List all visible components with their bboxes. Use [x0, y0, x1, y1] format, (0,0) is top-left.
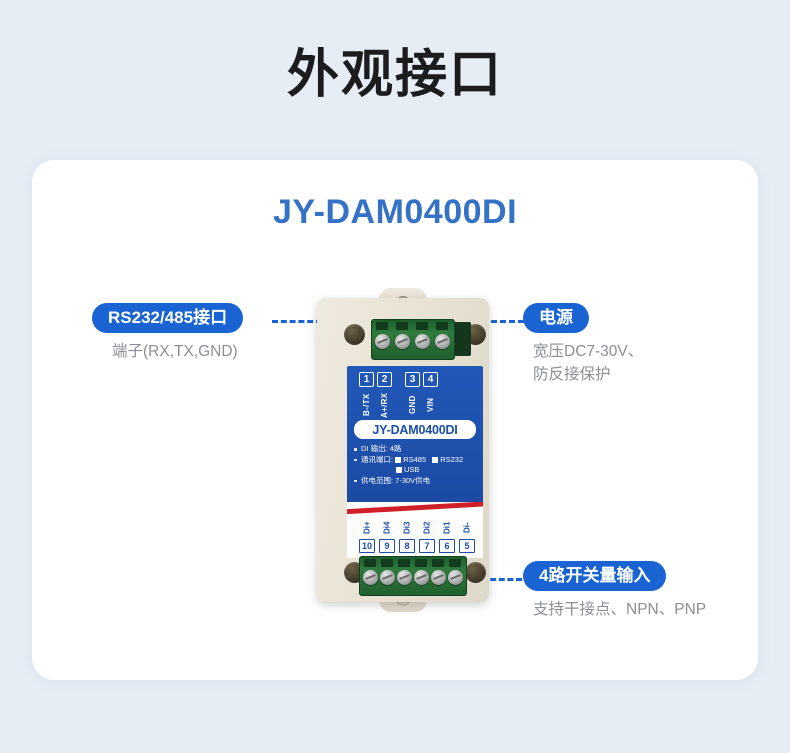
terminal-block-bottom — [359, 556, 467, 596]
page-title: 外观接口 — [286, 46, 503, 104]
callout-power-sub: 宽压DC7-30V、 防反接保护 — [533, 340, 643, 386]
bottom-pin-label: Di2 — [422, 521, 432, 535]
terminal-screw — [395, 334, 410, 349]
product-model-title: JY-DAM0400DI — [272, 193, 518, 231]
leader-line-power — [482, 320, 524, 323]
callout-power-sub-line1: 宽压DC7-30V、 — [533, 343, 644, 360]
device-spec-list: DI 输出: 4路 通讯端口: RS485 RS232 USB 供电范围: 7-… — [354, 444, 480, 486]
bottom-pin-number: 8 — [399, 539, 415, 553]
red-diagonal-stripe — [347, 502, 483, 516]
callout-input-pill: 4路开关量输入 — [523, 561, 667, 591]
bottom-pin-label: Di3 — [402, 521, 412, 535]
bottom-pin-number: 10 — [359, 539, 375, 553]
bottom-pin-number: 5 — [459, 539, 475, 553]
terminal-screw — [414, 570, 429, 585]
top-pin-number: 1 — [359, 372, 374, 387]
spec-output: DI 输出: 4路 — [354, 444, 480, 455]
spec-port-prefix: 通讯端口: — [361, 454, 394, 464]
top-pin-numbers: 1 2 3 4 — [359, 372, 438, 387]
callout-power-sub-line2: 防反接保护 — [533, 366, 611, 383]
terminal-screw — [375, 334, 390, 349]
terminal-block-top — [371, 319, 455, 360]
top-pin-label: A+/RX — [380, 392, 389, 418]
terminal-screw — [415, 334, 430, 349]
bottom-pin-label: Di1 — [442, 521, 452, 535]
top-pin-number: 2 — [377, 372, 392, 387]
terminal-screw — [448, 570, 463, 585]
checkbox-icon — [396, 467, 402, 473]
callout-rs232-sub: 端子(RX,TX,GND) — [112, 343, 238, 360]
bottom-pin-labels: Di+ Di4 Di3 Di2 Di1 Di- — [359, 518, 475, 538]
pcb-edge — [451, 322, 471, 356]
terminal-screw — [435, 334, 450, 349]
spec-port-rs232: RS232 — [440, 454, 464, 464]
terminal-screw — [380, 570, 395, 585]
lower-white-panel — [347, 514, 483, 558]
terminal-screw — [431, 570, 446, 585]
bottom-pin-number: 9 — [379, 539, 395, 553]
device-model-badge: JY-DAM0400DI — [354, 420, 476, 439]
bottom-pin-number: 7 — [419, 539, 435, 553]
terminal-screw — [397, 570, 412, 585]
bottom-pin-numbers: 10 9 8 7 6 5 — [359, 539, 475, 553]
callout-rs232-pill: RS232/485接口 — [92, 303, 244, 333]
bottom-pin-number: 6 — [439, 539, 455, 553]
checkbox-icon — [395, 456, 402, 463]
spec-power: 供电范围: 7-30V供电 — [354, 476, 480, 487]
spec-port-usb-line: USB — [354, 465, 480, 476]
spec-port-rs485: RS485 — [403, 454, 427, 464]
top-pin-label: B-/TX — [362, 393, 371, 417]
device-photo: 1 2 3 4 B-/TX A+/RX GND VIN JY-DAM0400DI… — [305, 288, 501, 612]
bottom-pin-label: Di4 — [382, 521, 392, 535]
top-pin-labels: B-/TX A+/RX GND VIN — [359, 390, 438, 420]
checkbox-icon — [432, 456, 439, 463]
leader-line-rs232 — [272, 320, 322, 323]
terminal-screw — [363, 570, 378, 585]
corner-screw-top-left — [344, 324, 365, 345]
top-pin-label: VIN — [426, 397, 435, 413]
spec-port-usb: USB — [404, 465, 420, 474]
callout-input-sub: 支持干接点、NPN、PNP — [533, 601, 707, 618]
corner-screw-bottom-right — [465, 562, 486, 583]
device-label-panel — [347, 366, 483, 514]
bottom-pin-label: Di- — [462, 522, 472, 534]
top-pin-number: 4 — [423, 372, 438, 387]
device-housing: 1 2 3 4 B-/TX A+/RX GND VIN JY-DAM0400DI… — [317, 298, 489, 602]
callout-power-pill: 电源 — [523, 303, 589, 333]
top-pin-label: GND — [408, 395, 417, 415]
top-pin-number: 3 — [405, 372, 420, 387]
bottom-pin-label: Di+ — [362, 521, 372, 535]
spec-port: 通讯端口: RS485 RS232 — [354, 455, 480, 466]
